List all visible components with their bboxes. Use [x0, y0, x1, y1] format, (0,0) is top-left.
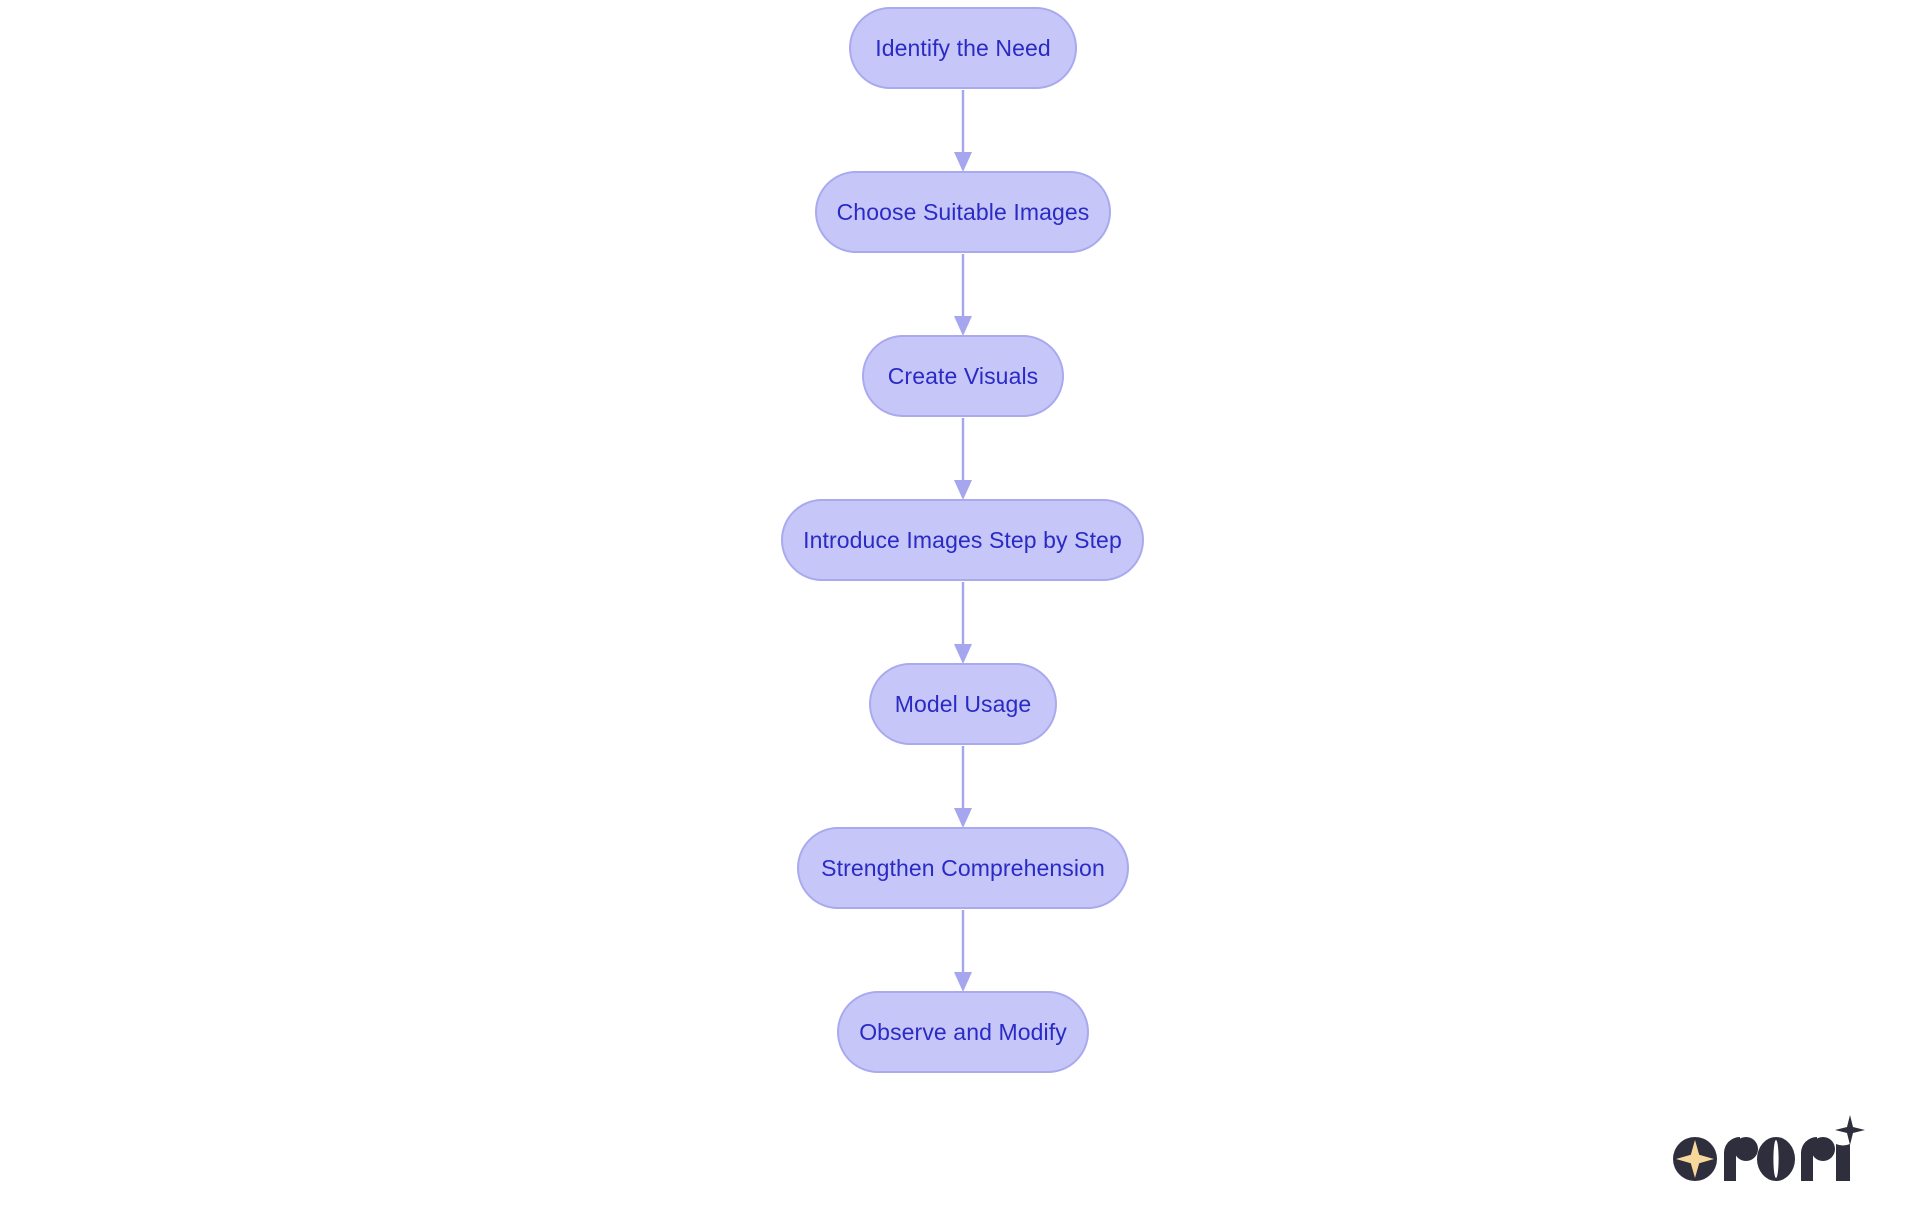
logo-star-icon	[1676, 1140, 1714, 1178]
logo-sparkle-icon	[1835, 1115, 1865, 1145]
flow-node-identify-the-need[interactable]: Identify the Need	[849, 7, 1077, 89]
flow-node-observe-and-modify[interactable]: Observe and Modify	[837, 991, 1089, 1073]
connector-model-to-strengthen	[954, 746, 972, 828]
logo-letter-r-2-dot	[1811, 1137, 1835, 1161]
flow-node-label: Observe and Modify	[859, 1018, 1067, 1045]
flow-node-label: Create Visuals	[887, 362, 1039, 389]
flow-node-label: Strengthen Comprehension	[821, 854, 1105, 881]
flow-node-strengthen-comprehension[interactable]: Strengthen Comprehension	[797, 827, 1129, 909]
connector-choose-to-create	[954, 254, 972, 336]
flow-node-create-visuals[interactable]: Create Visuals	[862, 335, 1064, 417]
connector-create-to-introduce	[954, 418, 972, 500]
flow-node-label: Introduce Images Step by Step	[803, 526, 1122, 553]
rori-logo	[1673, 1115, 1865, 1181]
flow-node-label: Identify the Need	[875, 34, 1051, 61]
flow-node-label: Choose Suitable Images	[836, 198, 1090, 225]
connector-introduce-to-model	[954, 582, 972, 664]
logo-letter-r-1-dot	[1734, 1137, 1758, 1161]
flow-node-label: Model Usage	[894, 690, 1032, 717]
flow-node-introduce-images-step-by-step[interactable]: Introduce Images Step by Step	[781, 499, 1144, 581]
flow-node-choose-suitable-images[interactable]: Choose Suitable Images	[815, 171, 1111, 253]
connector-strengthen-to-observe	[954, 910, 972, 992]
logo-letter-i	[1836, 1144, 1850, 1181]
flow-node-model-usage[interactable]: Model Usage	[869, 663, 1057, 745]
connector-identify-to-choose	[954, 90, 972, 172]
logo-letter-o-slit	[1773, 1140, 1779, 1178]
